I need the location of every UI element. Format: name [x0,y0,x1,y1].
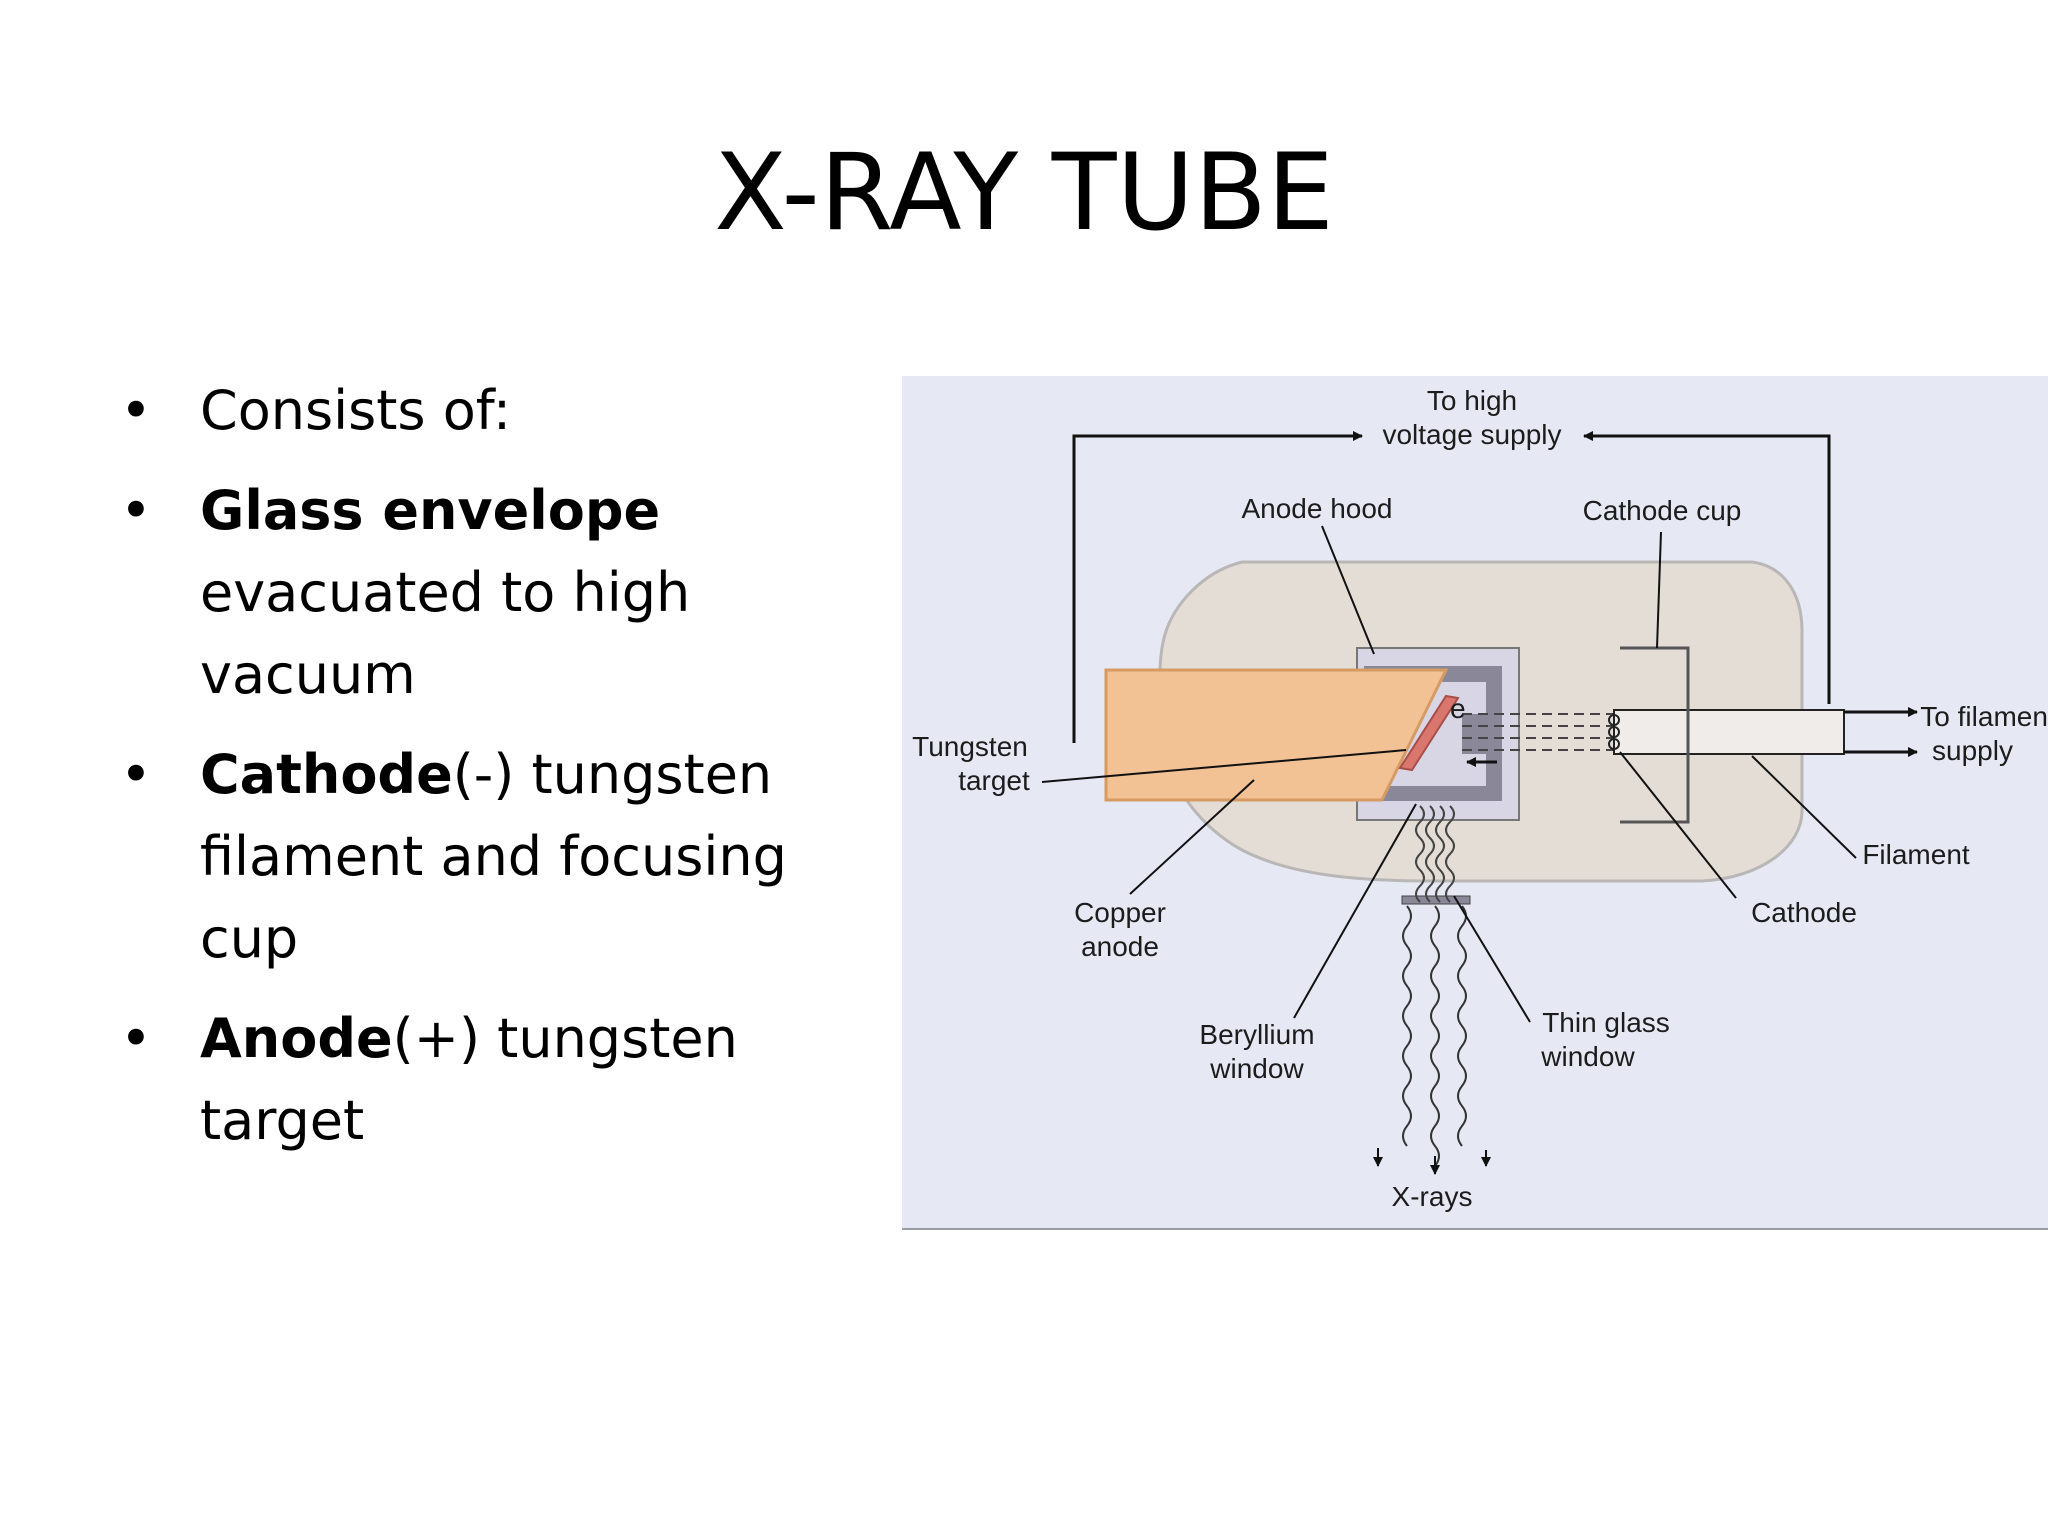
diagram-canvas: e To high voltage supply [902,376,2048,1230]
label-beryllium-window-line1: Beryllium [1199,1019,1314,1050]
leader-anode-hood [1321,525,1375,655]
label-filament: Filament [1862,839,1970,870]
label-beryllium-window-line2: window [1209,1053,1304,1084]
bullet-text: evacuated to high vacuum [200,561,691,706]
bullet-item: • Anode(+) tungsten target [120,998,820,1162]
bullet-bold-term: Anode [200,1007,393,1070]
label-cathode-cup: Cathode cup [1583,495,1742,526]
label-filament-supply-line1: To filament [1920,701,2048,732]
xray-wave-4 [1415,805,1425,903]
label-cathode: Cathode [1751,897,1857,928]
bullet-dot: • [120,479,152,542]
bullet-dot: • [120,379,152,442]
high-voltage-wire-right [1583,431,1831,704]
bullet-dot: • [120,743,152,806]
high-voltage-wire-left [1072,431,1363,743]
bullet-text: (-) tungsten filament and focusing cup [200,743,787,970]
electron-label: e [1450,693,1466,724]
leader-tungsten-target [1041,749,1407,783]
xray-beam-left [1402,905,1412,1147]
copper-anode [1104,668,1449,802]
leader-beryllium-window [1293,803,1417,1019]
bullet-item: • Consists of: [120,370,820,452]
bullet-text: Consists of: [200,379,512,442]
filament-leads [1613,709,1845,755]
leader-copper-anode [1129,779,1255,895]
label-thin-glass-window-line1: Thin glass [1542,1007,1670,1038]
cathode-cup [1620,646,1690,824]
bullet-item: • Glass envelope evacuated to high vacuu… [120,470,820,716]
xray-wave-2 [1435,805,1445,903]
xray-wave-1 [1445,805,1455,903]
leader-cathode-cup [1656,531,1662,649]
bullet-bold-term: Cathode [200,743,453,806]
label-copper-anode-line1: Copper [1074,897,1166,928]
leader-thin-glass-window [1453,895,1531,1023]
label-high-voltage-line2: voltage supply [1382,419,1561,450]
label-tungsten-target-line1: Tungsten [912,731,1028,762]
bullet-list: • Consists of: • Glass envelope evacuate… [120,370,820,1180]
bullet-bold-term: Glass envelope [200,479,661,542]
xray-beam-right [1457,905,1467,1147]
filament-coil-2 [1608,726,1620,738]
tungsten-target-block [1398,694,1460,772]
xray-tube-diagram: e To high voltage supply [902,376,2048,1230]
bullet-text: (+) tungsten target [200,1007,738,1152]
leader-cathode [1619,751,1737,899]
filament-coil-3 [1608,738,1620,750]
label-xrays: X-rays [1392,1181,1473,1212]
slide-title: X-RAY TUBE [714,131,1334,254]
filament-coil-1 [1608,714,1620,726]
label-tungsten-target-line2: target [958,765,1030,796]
label-filament-supply-line2: supply [1932,735,2013,766]
label-copper-anode-line2: anode [1081,931,1159,962]
bullet-item: • Cathode(-) tungsten filament and focus… [120,734,820,980]
label-thin-glass-window-line2: window [1540,1041,1635,1072]
label-high-voltage-line1: To high [1427,385,1517,416]
label-anode-hood: Anode hood [1241,493,1392,524]
leader-filament [1751,755,1857,859]
bullet-dot: • [120,1007,152,1070]
xray-beam-mid [1430,905,1440,1167]
xray-wave-3 [1425,805,1435,903]
